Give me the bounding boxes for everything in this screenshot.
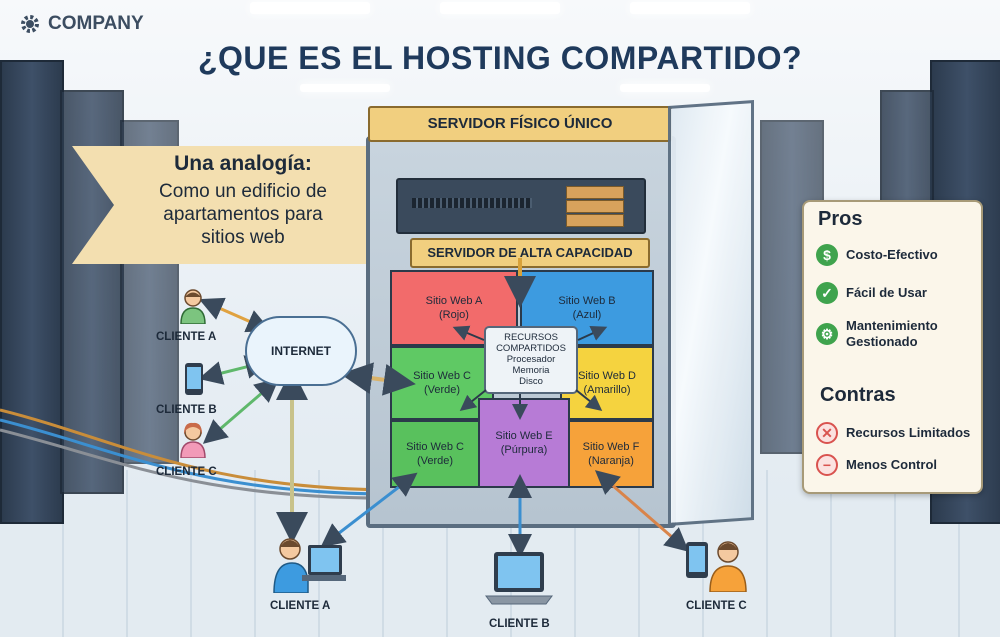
arrow-server-client-c bbox=[594, 470, 690, 552]
site-color: (Púrpura) bbox=[500, 444, 548, 456]
page-title: ¿QUE ES EL HOSTING COMPARTIDO? bbox=[197, 40, 803, 76]
ceiling-light bbox=[620, 84, 710, 92]
site-color: (Verde) bbox=[416, 455, 454, 467]
analogy-content: Una analogía: Como un edificio de aparta… bbox=[118, 152, 368, 249]
site-color: (Azul) bbox=[572, 309, 602, 321]
arrow-client-c-internet bbox=[202, 378, 280, 444]
capacity-label: SERVIDOR DE ALTA CAPACIDAD bbox=[410, 238, 650, 268]
logo-text: COMPANY bbox=[48, 13, 144, 34]
resources-line: Disco bbox=[519, 376, 543, 387]
server-unit bbox=[396, 178, 646, 234]
shared-resources: RECURSOS COMPARTIDOS Procesador Memoria … bbox=[484, 326, 578, 394]
minus-circle-icon: − bbox=[816, 454, 838, 476]
arrow-server-client-a bbox=[320, 472, 418, 548]
con-item: ✕ Recursos Limitados bbox=[816, 422, 970, 444]
laptop-icon bbox=[485, 552, 553, 605]
resources-line: Procesador bbox=[506, 354, 556, 365]
pro-item: $ Costo-Efectivo bbox=[816, 244, 938, 266]
analogy-line: sitios web bbox=[201, 227, 285, 248]
pros-cons-card: Pros $ Costo-Efectivo ✓ Fácil de Usar ⚙ … bbox=[802, 200, 983, 494]
vent-grille bbox=[412, 198, 532, 208]
ceiling-light bbox=[250, 2, 370, 14]
pro-label: Mantenimiento Gestionado bbox=[846, 318, 938, 349]
site-color: (Rojo) bbox=[439, 309, 469, 321]
site-name: Sitio Web C bbox=[413, 370, 471, 382]
site-name: Sitio Web F bbox=[582, 441, 640, 453]
con-label: Menos Control bbox=[846, 457, 937, 472]
client-label: CLIENTE C bbox=[156, 466, 217, 478]
dollar-icon: $ bbox=[816, 244, 838, 266]
analogy-line: apartamentos para bbox=[163, 204, 323, 225]
site-name: Sitio Web C bbox=[406, 441, 464, 453]
pro-label: Fácil de Usar bbox=[846, 285, 927, 300]
arrow-res-a bbox=[452, 325, 485, 341]
pro-item: ⚙ Mantenimiento Gestionado bbox=[816, 318, 976, 350]
arrow-res-b bbox=[577, 326, 608, 341]
server-title: SERVIDOR FÍSICO ÚNICO bbox=[368, 106, 672, 142]
pros-title: Pros bbox=[818, 208, 863, 230]
arrow-res-f bbox=[575, 389, 603, 411]
site-name: Sitio Web A bbox=[425, 295, 483, 307]
person-laptop-icon bbox=[273, 538, 346, 593]
site-color: (Naranja) bbox=[588, 455, 634, 467]
smartphone-icon bbox=[185, 363, 203, 395]
drive-bay bbox=[566, 214, 624, 227]
site-color: (Verde) bbox=[423, 384, 461, 396]
internet-cloud: INTERNET bbox=[245, 316, 357, 386]
con-item: − Menos Control bbox=[816, 454, 937, 476]
arrow-res-c bbox=[459, 389, 487, 411]
arrow-client-a-internet bbox=[199, 297, 271, 333]
site-name: Sitio Web D bbox=[578, 370, 636, 382]
resources-line: COMPARTIDOS bbox=[496, 343, 566, 354]
site-color: (Amarillo) bbox=[583, 384, 631, 396]
arrow-internet-server bbox=[340, 362, 416, 396]
con-label: Recursos Limitados bbox=[846, 425, 971, 440]
gear-icon bbox=[21, 15, 39, 33]
pro-item: ✓ Fácil de Usar bbox=[816, 282, 927, 304]
pro-label: Costo-Efectivo bbox=[846, 247, 938, 262]
client-label: CLIENTE B bbox=[156, 404, 217, 416]
cons-title: Contras bbox=[820, 384, 896, 406]
analogy-title: Una analogía: bbox=[174, 152, 312, 175]
ceiling-light bbox=[630, 2, 750, 14]
drive-bay bbox=[566, 186, 624, 199]
analogy-line: Como un edificio de bbox=[159, 181, 327, 202]
ceiling-light bbox=[300, 84, 390, 92]
x-circle-icon: ✕ bbox=[816, 422, 838, 444]
resources-line: RECURSOS bbox=[504, 332, 558, 343]
client-label: CLIENTE A bbox=[156, 331, 217, 343]
check-icon: ✓ bbox=[816, 282, 838, 304]
site-name: Sitio Web E bbox=[495, 430, 553, 442]
resources-line: Memoria bbox=[512, 365, 550, 376]
company-logo: COMPANY bbox=[18, 12, 144, 36]
ceiling-light bbox=[440, 2, 560, 14]
drive-bay bbox=[566, 200, 624, 213]
person-icon bbox=[180, 289, 206, 324]
client-label: CLIENTE C bbox=[686, 600, 747, 612]
gear-check-icon: ⚙ bbox=[816, 323, 838, 345]
site-block-c: Sitio Web C (Verde) bbox=[390, 346, 494, 420]
site-name: Sitio Web B bbox=[558, 295, 616, 307]
person-icon bbox=[180, 422, 206, 458]
client-label: CLIENTE B bbox=[489, 618, 550, 630]
person-phone-icon bbox=[686, 541, 747, 592]
analogy-banner bbox=[72, 146, 372, 264]
client-label: CLIENTE A bbox=[270, 600, 331, 612]
